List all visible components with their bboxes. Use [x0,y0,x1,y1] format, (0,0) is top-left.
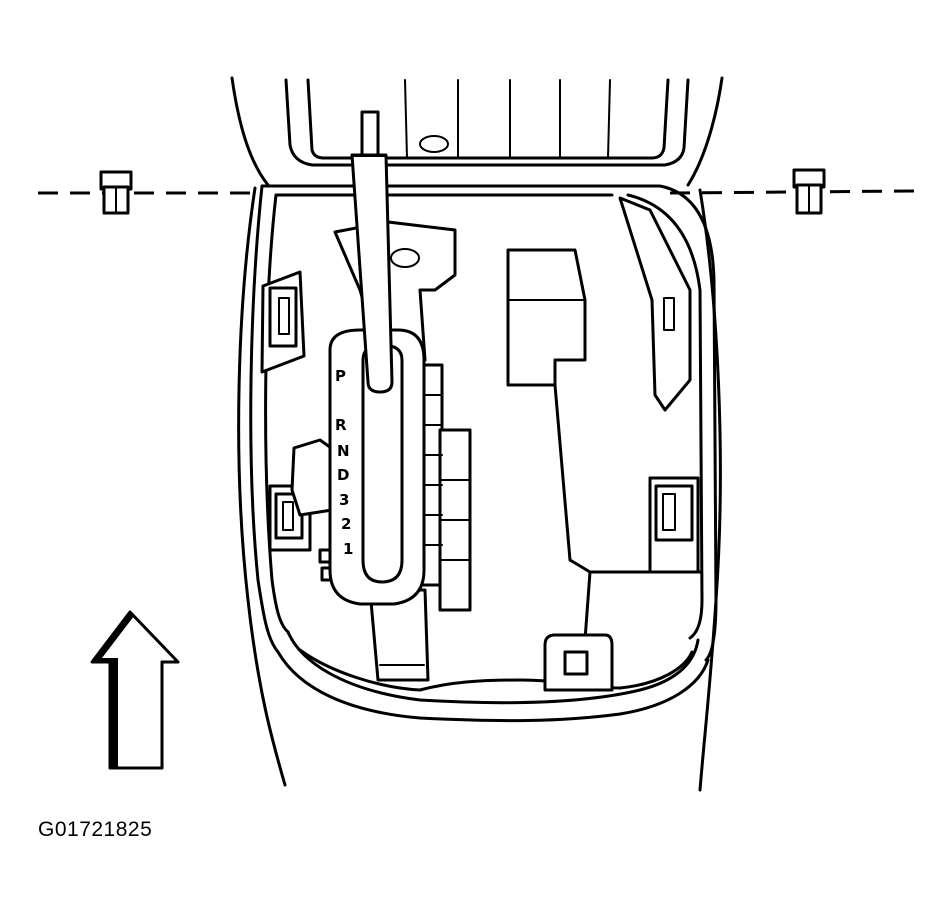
forward-arrow-icon [90,610,180,770]
instrument-panel [230,76,724,187]
gear-1-label: 1 [343,540,353,558]
figure-id: G01721825 [38,818,153,841]
console-body [237,184,722,792]
right-nut-icon [792,168,826,215]
linkage [290,438,336,582]
front-clip [543,633,614,692]
gear-r-label: R [335,416,347,434]
shift-lever [350,110,394,394]
gear-d-label: D [337,466,349,484]
shift-positions: P R N D 3 2 1 [335,367,353,558]
fastener-alignment [38,168,916,215]
detent-plate [418,363,472,612]
left-lower-clip [268,484,312,552]
left-nut-icon [99,170,133,215]
gear-n-label: N [337,442,350,460]
left-upper-clip [260,270,306,374]
gear-3-label: 3 [339,491,349,509]
gear-p-label: P [335,367,346,385]
right-lower-clip [648,476,700,574]
gear-2-label: 2 [341,515,351,533]
shift-indicator-bezel [328,328,426,606]
right-upper-clip [618,196,692,412]
center-module [506,248,702,642]
